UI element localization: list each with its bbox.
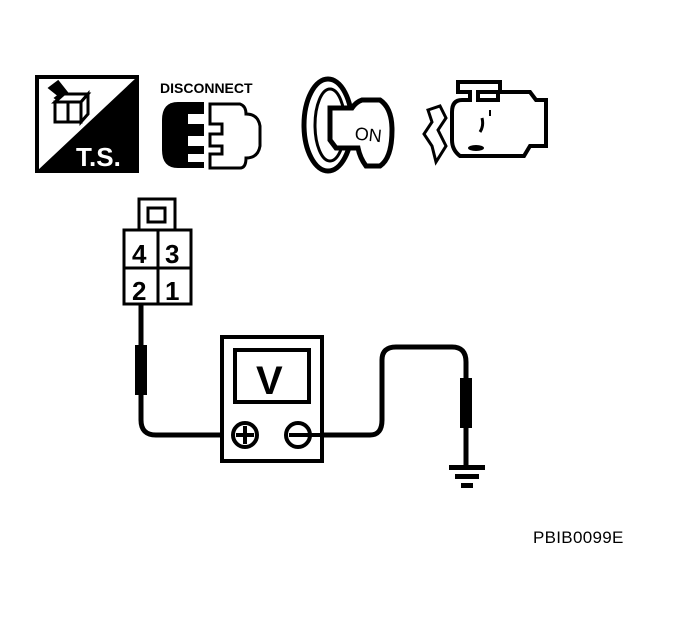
harness-connector: 4 3 2 1 <box>122 197 193 306</box>
meter-label: V <box>256 359 283 403</box>
negative-probe-lead <box>322 344 472 467</box>
engine-off-icon <box>422 80 548 166</box>
terminal-2: 2 <box>132 276 146 306</box>
figure-code: PBIB0099E <box>533 528 624 547</box>
positive-terminal-icon <box>231 421 259 449</box>
ts-icon: T.S. <box>35 75 139 173</box>
voltmeter: V <box>220 335 324 463</box>
terminal-4: 4 <box>132 239 147 269</box>
terminal-3: 3 <box>165 239 179 269</box>
positive-probe-lead <box>135 304 224 438</box>
svg-text:ON: ON <box>354 124 383 147</box>
svg-text:T.S.: T.S. <box>76 142 121 172</box>
ground-icon <box>449 465 485 488</box>
ignition-key-icon: ON <box>301 76 395 174</box>
terminal-1: 1 <box>165 276 179 306</box>
negative-terminal-icon <box>284 421 322 449</box>
svg-text:DISCONNECT: DISCONNECT <box>160 80 253 96</box>
disconnect-icon: DISCONNECT <box>160 80 262 170</box>
